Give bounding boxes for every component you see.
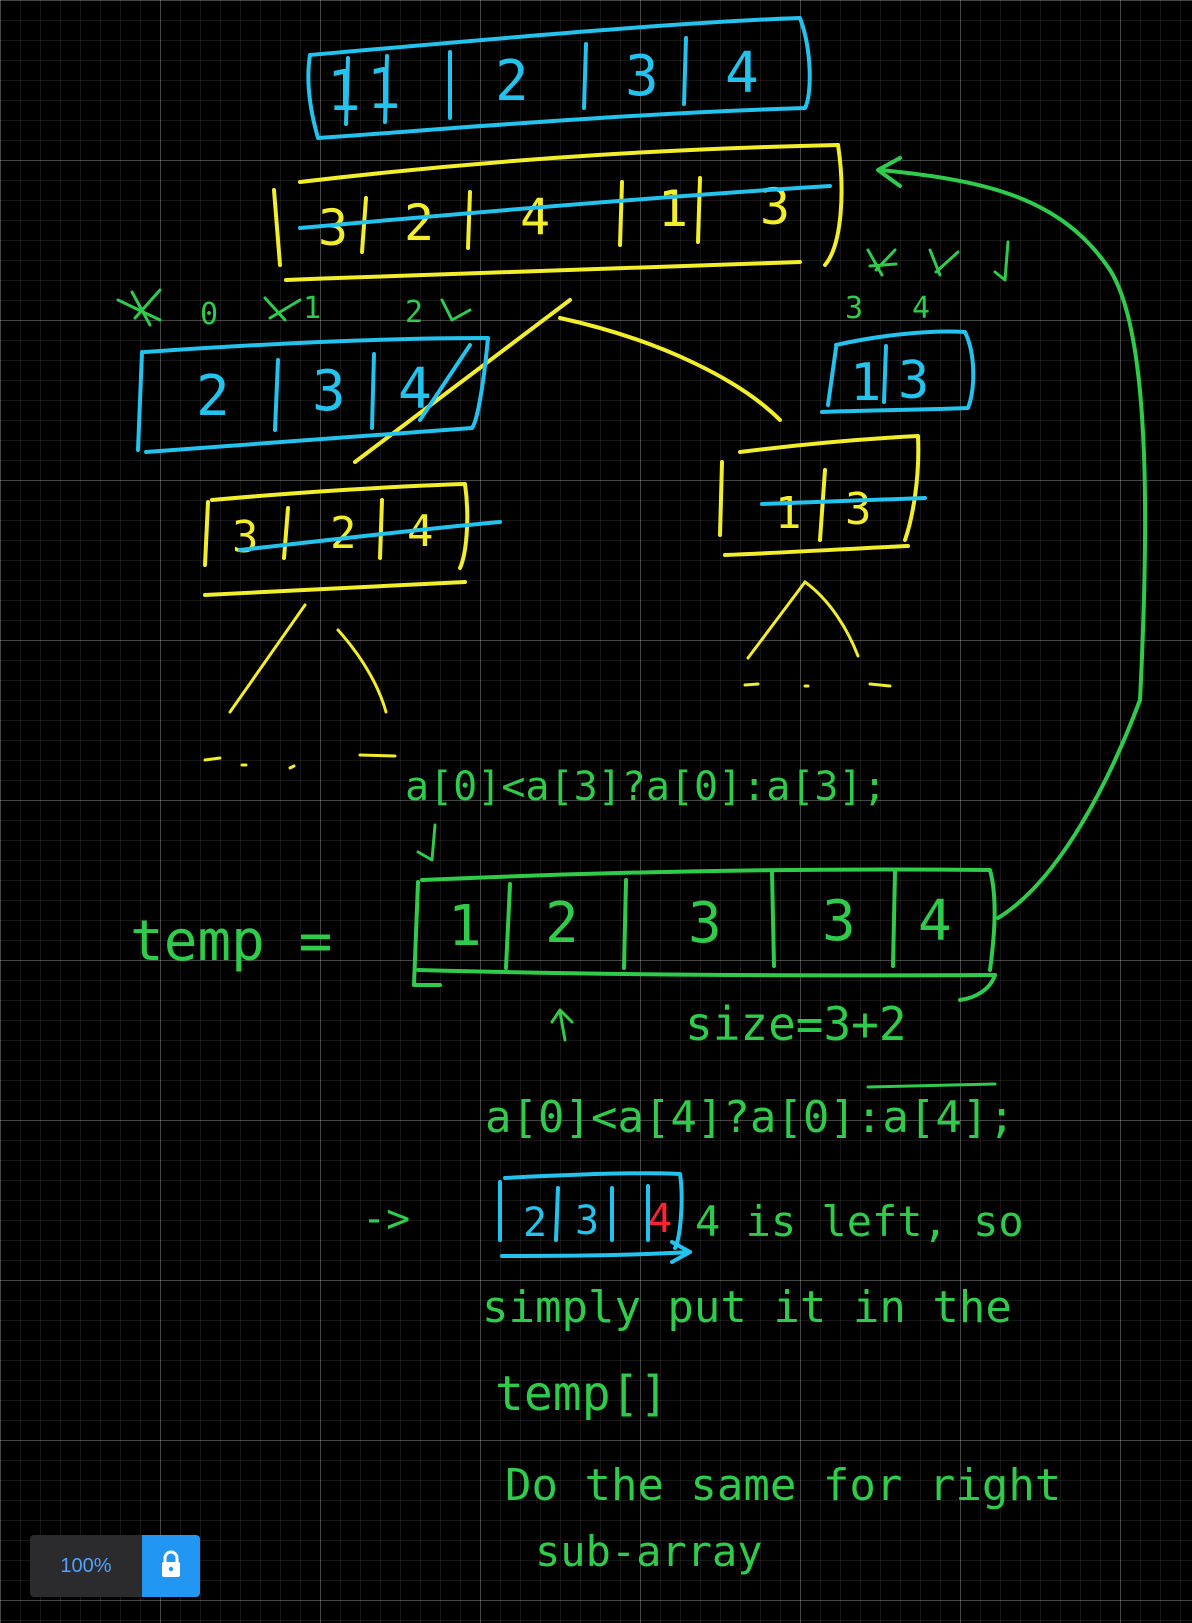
orig-cell-0: 3 — [318, 199, 348, 257]
top-cell-1: 1 — [367, 57, 401, 122]
left-array-values: 2 3 4 — [196, 357, 432, 429]
remaining-cell-0: 2 — [523, 1200, 547, 1246]
temp-cell-0: 1 — [448, 894, 482, 959]
original-array-box — [272, 143, 844, 282]
right-sub-strike — [760, 496, 927, 506]
remaining-cell-1: 3 — [575, 1198, 599, 1244]
index-markers — [116, 240, 1010, 327]
temp-array-values: 1 2 3 3 4 — [448, 889, 952, 959]
index-0: 0 — [200, 297, 218, 332]
index-labels: 0 1 2 3 4 — [200, 291, 930, 332]
orig-cell-2: 4 — [520, 188, 550, 246]
left-array-box — [136, 336, 490, 454]
right-cell-0: 1 — [850, 353, 881, 413]
temp-cell-1: 2 — [545, 891, 579, 956]
original-strike — [298, 184, 832, 230]
left-cell-0: 2 — [196, 364, 230, 429]
index-1: 1 — [303, 291, 321, 326]
zoom-control: 100% — [30, 1535, 200, 1597]
zoom-level-button[interactable]: 100% — [30, 1535, 142, 1597]
index-2: 2 — [405, 295, 423, 330]
temp-cell-2: 3 — [688, 891, 722, 956]
split-line-left — [353, 298, 572, 464]
left-cell-1: 3 — [312, 359, 346, 424]
left-sub-cell-0: 3 — [232, 512, 259, 563]
compare-expression-2: a[0]<a[4]?a[0]:a[4]; — [485, 1092, 1015, 1143]
compare-expression-1: a[0]<a[3]?a[0]:a[3]; — [405, 764, 887, 810]
top-cell-0: 1 — [327, 59, 361, 124]
right-sub-cell-1: 3 — [845, 484, 872, 535]
temp-label: temp = — [130, 909, 332, 974]
left-sub-values: 3 2 4 — [232, 506, 434, 563]
note-line-2: temp[] — [495, 1366, 668, 1422]
remaining-array-box — [498, 1171, 692, 1264]
top-cell-3: 3 — [625, 44, 659, 109]
orig-cell-1: 2 — [404, 194, 434, 252]
right-sub-values: 1 3 — [775, 484, 872, 539]
note-line-1: simply put it in the — [482, 1282, 1012, 1333]
right-cell-1: 3 — [898, 351, 929, 411]
index-3: 3 — [845, 291, 863, 326]
original-array-values: 3 2 4 1 3 — [318, 178, 790, 257]
top-cell-4: 4 — [725, 41, 759, 106]
compare-down-arrow — [416, 823, 437, 862]
index-4: 4 — [912, 291, 930, 326]
remaining-cell-2: 4 — [648, 1196, 672, 1242]
return-arrow-head — [876, 156, 902, 188]
top-cell-2: 2 — [495, 49, 529, 114]
note-line-3: Do the same for right — [505, 1460, 1061, 1511]
left-cell-2: 4 — [398, 357, 432, 422]
temp-cell-3: 3 — [822, 889, 856, 954]
explanation-notes: 4 is left, so simply put it in the temp[… — [482, 1197, 1061, 1576]
top-array-box — [306, 16, 812, 140]
right-array-values: 1 3 — [850, 351, 929, 413]
temp-up-arrow — [550, 1008, 574, 1042]
temp-cell-4: 4 — [918, 889, 952, 954]
lock-button[interactable] — [142, 1535, 200, 1597]
return-arrow — [878, 168, 1148, 920]
top-array-values: 1 1 2 3 4 — [327, 41, 759, 124]
left-sub-strike — [238, 520, 502, 552]
right-array-box — [820, 329, 976, 414]
tree-branches — [203, 580, 892, 770]
lock-icon — [159, 1549, 183, 1583]
note-line-4: sub-array — [535, 1527, 763, 1576]
size-expression: size=3+2 — [685, 997, 907, 1051]
temp-array-box — [412, 867, 997, 1002]
split-line-right — [558, 316, 782, 422]
remaining-array-values: 2 3 4 — [523, 1196, 672, 1246]
arrow-pointer: -> — [362, 1196, 410, 1242]
orig-cell-4: 3 — [760, 178, 790, 236]
orig-cell-3: 1 — [658, 180, 688, 238]
right-sub-cell-0: 1 — [775, 488, 802, 539]
left-msg: 4 is left, so — [695, 1197, 1024, 1246]
left-sub-cell-1: 2 — [330, 508, 357, 559]
size-underline — [866, 1082, 997, 1089]
right-sub-box — [718, 434, 921, 557]
left-sub-box — [203, 482, 470, 597]
